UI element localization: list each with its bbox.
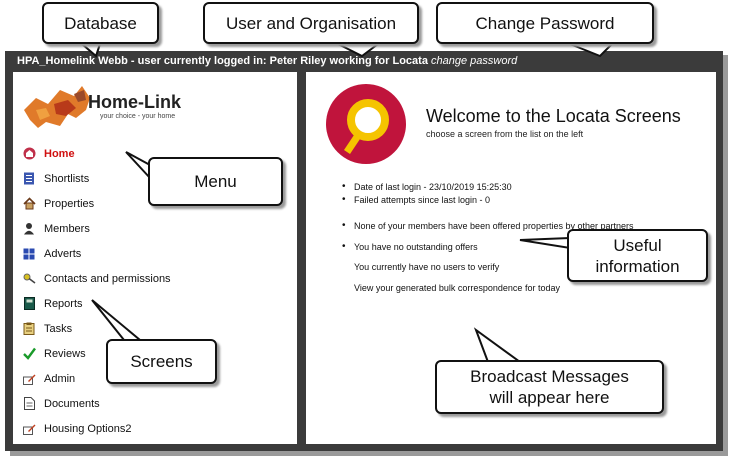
menu-item-admin[interactable]: Admin	[22, 366, 171, 391]
menu-item-tasks[interactable]: Tasks	[22, 316, 171, 341]
change-password-link[interactable]: change password	[431, 55, 518, 67]
failed-attempts: Failed attempts since last login - 0	[342, 194, 634, 207]
callout-text: Database	[64, 13, 137, 33]
database-pointer	[79, 43, 102, 58]
callout-text: Useful	[613, 235, 662, 255]
menu-item-home[interactable]: Home	[22, 141, 171, 166]
screens-pointer	[91, 299, 143, 341]
welcome-subtitle: choose a screen from the list on the lef…	[426, 129, 584, 139]
screen-menu: Home Shortlists Properties Members Adver…	[22, 141, 171, 441]
book-icon	[22, 297, 36, 311]
house-icon	[22, 197, 36, 211]
menu-item-properties[interactable]: Properties	[22, 191, 171, 216]
callout-database: Database	[42, 2, 159, 44]
home-link-logo	[24, 86, 90, 128]
users-verify-link[interactable]: You currently have no users to verify	[354, 262, 500, 272]
bulk-correspondence-link[interactable]: View your generated bulk correspondence …	[354, 282, 560, 293]
menu-item-contacts-permissions[interactable]: Contacts and permissions	[22, 266, 171, 291]
frame-shadow-bottom	[10, 451, 728, 456]
document-icon	[22, 397, 36, 411]
menu-item-adverts[interactable]: Adverts	[22, 241, 171, 266]
callout-broadcast-messages: Broadcast Messages will appear here	[435, 360, 664, 414]
callout-screens: Screens	[106, 339, 217, 384]
logo-tagline: your choice - your home	[100, 113, 176, 120]
callout-text: Broadcast Messages	[470, 367, 629, 386]
callout-useful-information: Useful information	[567, 229, 708, 282]
members-offered-notice: None of your members have been offered p…	[342, 220, 634, 233]
person-icon	[22, 222, 36, 236]
callout-text: Change Password	[475, 13, 615, 33]
locata-logo	[326, 84, 406, 164]
menu-label: Home	[44, 147, 75, 160]
menu-label: Documents	[44, 397, 100, 410]
callout-user-organisation: User and Organisation	[203, 2, 419, 44]
last-login: Date of last login - 23/10/2019 15:25:30	[342, 181, 634, 194]
menu-label: Members	[44, 222, 90, 235]
callout-change-password: Change Password	[436, 2, 654, 44]
broadcast-pointer	[473, 327, 524, 363]
menu-label: Admin	[44, 372, 76, 385]
menu-item-documents[interactable]: Documents	[22, 391, 171, 416]
callout-text: Screens	[130, 352, 193, 371]
menu-pointer	[125, 151, 151, 181]
callout-text: will appear here	[489, 388, 610, 407]
title-bar: HPA_Homelink Webb - user currently logge…	[5, 51, 723, 71]
callout-text: information	[595, 256, 680, 276]
clipboard-icon	[22, 322, 36, 336]
useful-pointer	[519, 236, 571, 250]
callout-text: User and Organisation	[225, 13, 397, 33]
key-icon	[22, 272, 36, 286]
menu-label: Housing Options2	[44, 422, 132, 435]
menu-item-housing-options2[interactable]: Housing Options2	[22, 416, 171, 441]
useful-information: Date of last login - 23/10/2019 15:25:30…	[342, 181, 634, 294]
change-password-pointer	[569, 43, 615, 58]
frame-shadow-right	[723, 55, 728, 455]
user-org-pointer	[337, 43, 381, 58]
callout-menu: Menu	[148, 157, 283, 206]
welcome-title: Welcome to the Locata Screens	[426, 106, 681, 126]
pencil-icon	[22, 422, 36, 436]
grid-icon	[22, 247, 36, 261]
callout-text: Menu	[194, 172, 237, 191]
menu-item-reviews[interactable]: Reviews	[22, 341, 171, 366]
menu-label: Adverts	[44, 247, 82, 260]
outstanding-offers-notice: You have no outstanding offers	[342, 241, 634, 254]
menu-item-reports[interactable]: Reports	[22, 291, 171, 316]
menu-item-shortlists[interactable]: Shortlists	[22, 166, 171, 191]
pencil-icon	[22, 372, 36, 386]
session-info: HPA_Homelink Webb - user currently logge…	[17, 55, 428, 67]
menu-label: Reviews	[44, 347, 86, 360]
menu-label: Shortlists	[44, 172, 90, 185]
menu-label: Tasks	[44, 322, 73, 335]
menu-item-members[interactable]: Members	[22, 216, 171, 241]
menu-label: Reports	[44, 297, 83, 310]
logo-wordmark: Home-Link	[88, 92, 182, 112]
checkmark-icon	[22, 347, 36, 361]
menu-label: Properties	[44, 197, 95, 210]
home-globe-icon	[22, 147, 36, 161]
menu-label: Contacts and permissions	[44, 272, 171, 285]
list-icon	[22, 172, 36, 186]
